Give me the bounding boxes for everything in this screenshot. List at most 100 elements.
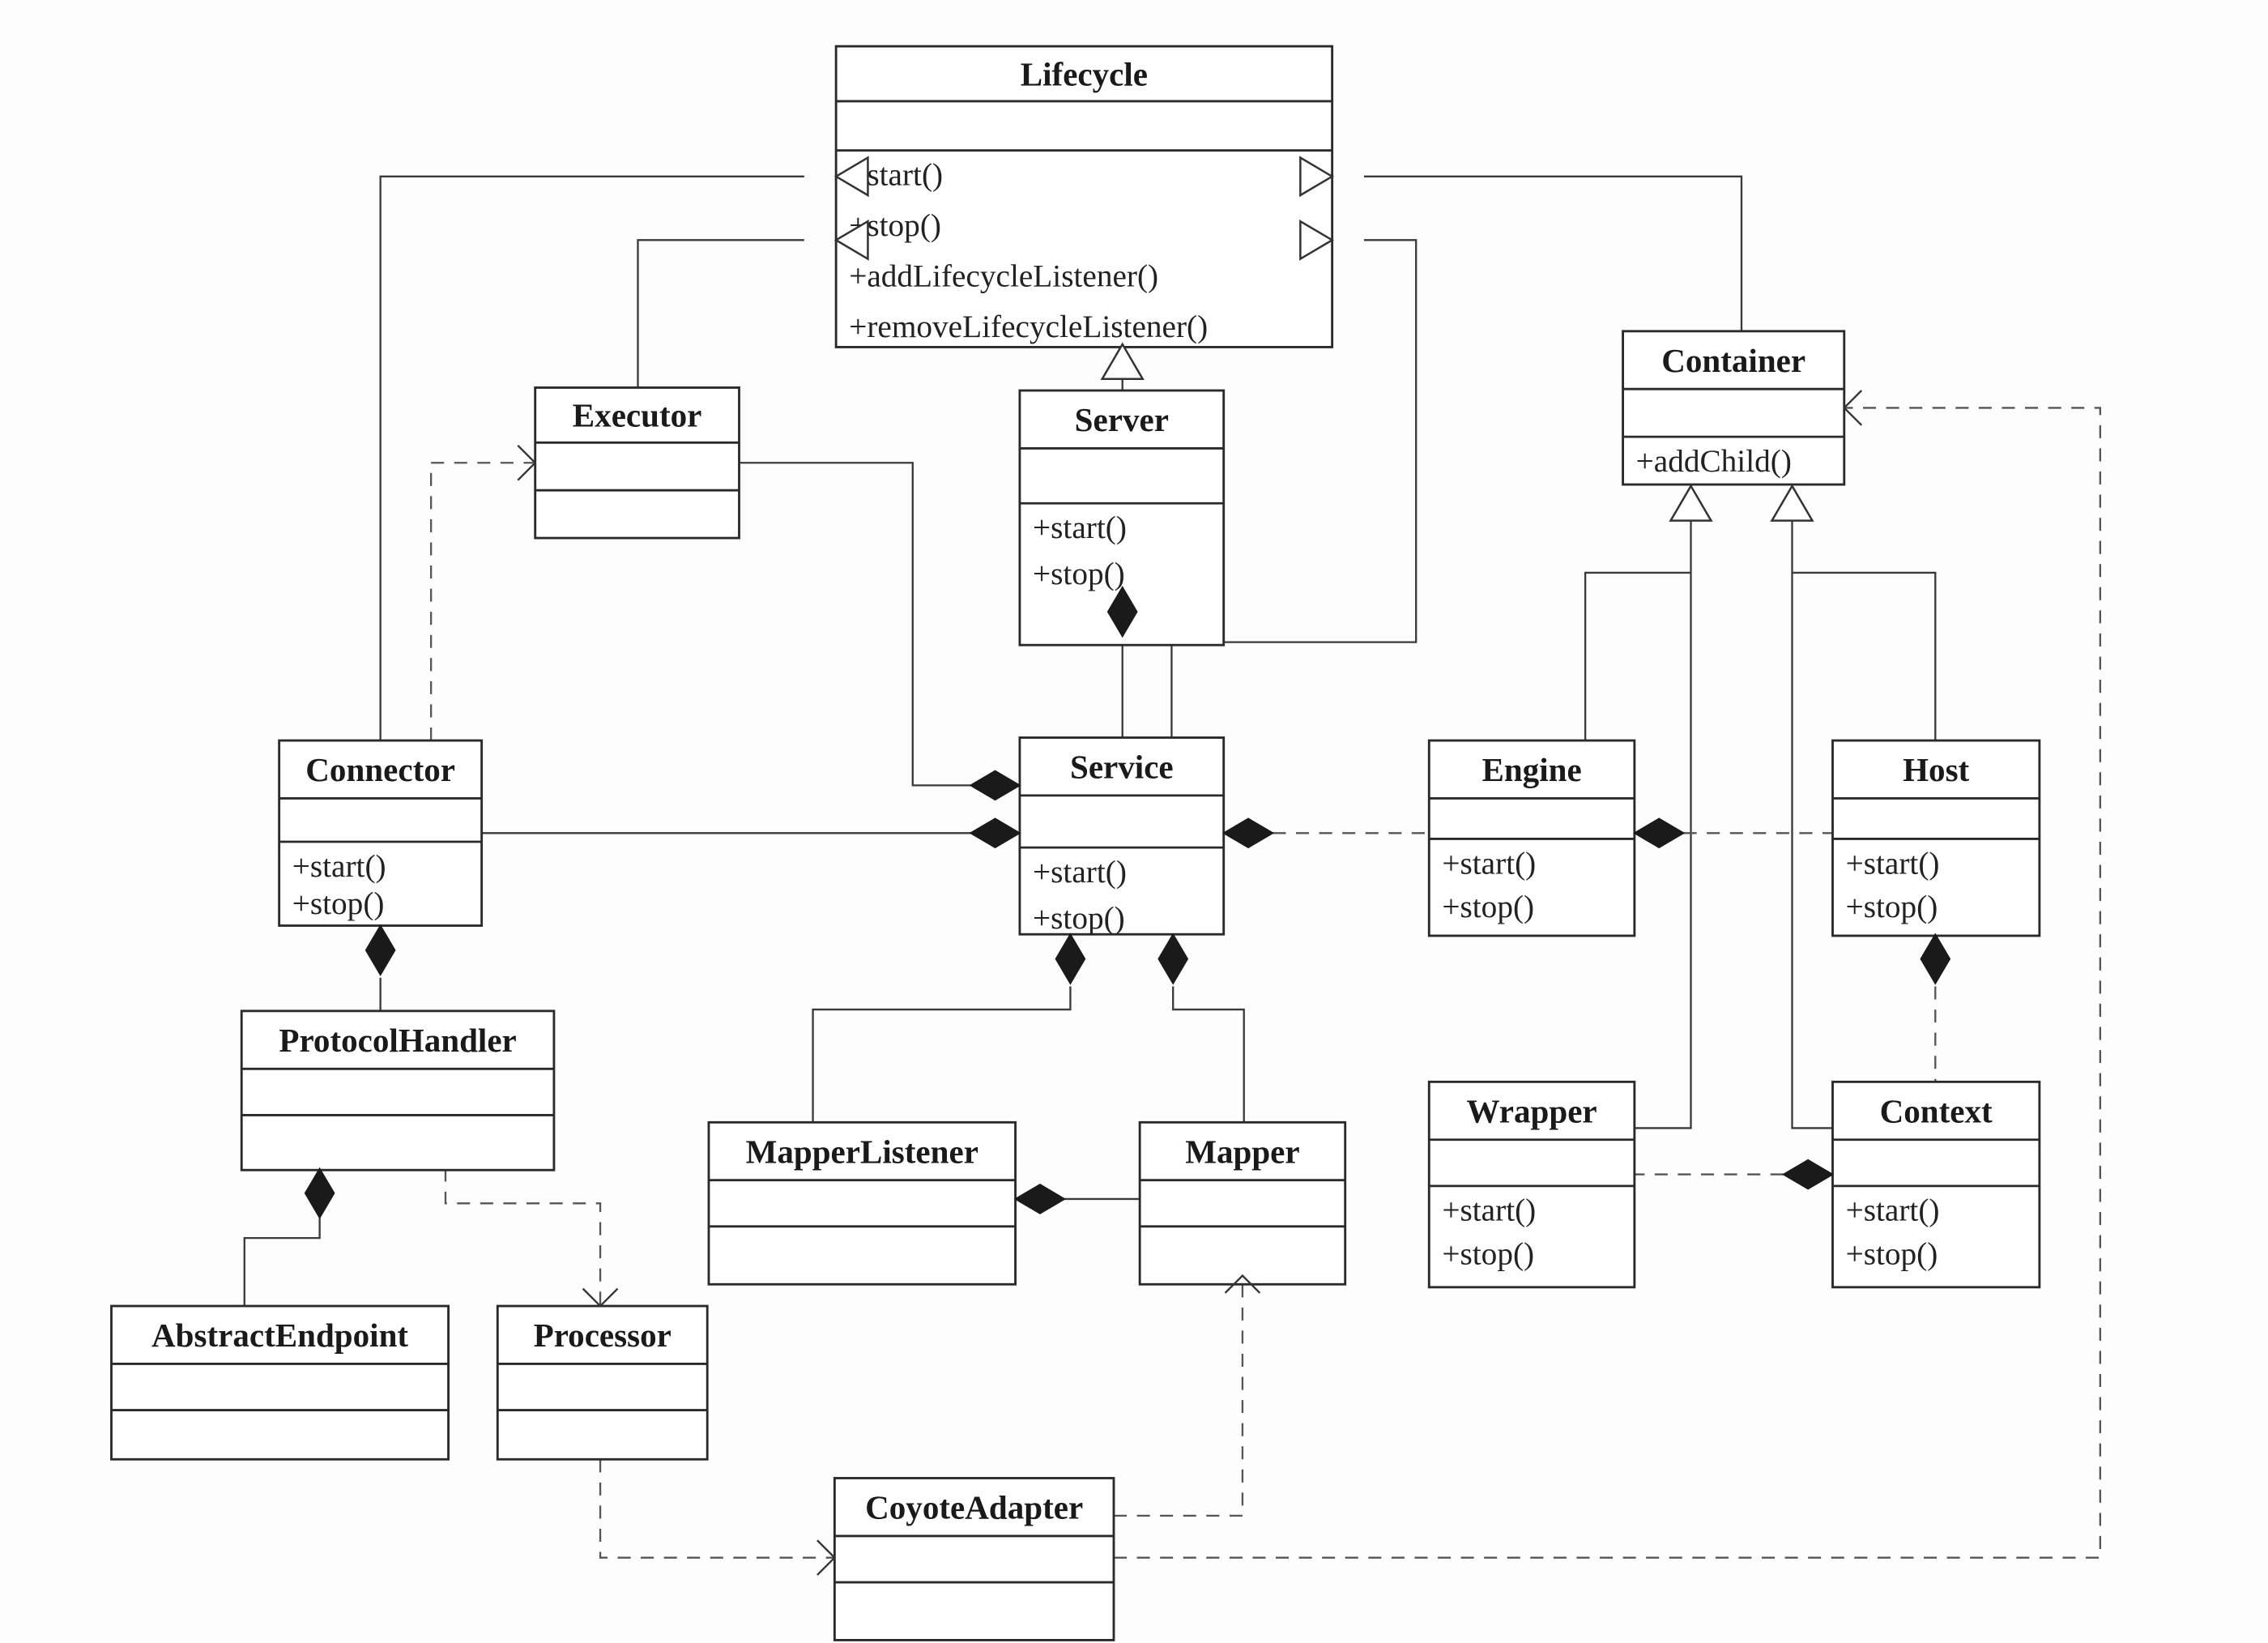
relations-layer — [243, 175, 2102, 1559]
class-name: Host — [1903, 751, 1969, 788]
class-name: Server — [1075, 401, 1169, 438]
class-name: CoyoteAdapter — [865, 1488, 1083, 1526]
edge-service-lifecycle — [1170, 239, 1418, 738]
class-lifecycle[interactable]: Lifecycle+start()+stop()+addLifecycleLis… — [834, 45, 1334, 348]
composition-diamond-icon — [1633, 817, 1686, 849]
class-name: Service — [1070, 748, 1174, 785]
class-name: Engine — [1481, 751, 1581, 788]
class-box — [1427, 1080, 1636, 1289]
class-operation: +stop() — [292, 886, 385, 921]
class-box — [534, 386, 740, 540]
edge-host-container — [1792, 571, 1937, 741]
class-context[interactable]: Context +start() +stop() — [1831, 1080, 2041, 1289]
composition-diamond-icon — [969, 817, 1021, 849]
class-box — [110, 1304, 450, 1461]
realization-arrowhead-icon — [1669, 484, 1713, 522]
markers-layer — [304, 156, 1951, 1576]
class-connector[interactable]: Connector +start()+stop() — [278, 739, 484, 927]
class-box — [707, 1120, 1017, 1286]
class-name: MapperListener — [746, 1133, 978, 1170]
class-mapper[interactable]: Mapper — [1138, 1120, 1347, 1286]
edge-connector-lifecycle — [379, 175, 804, 741]
realization-arrowhead-icon — [1770, 484, 1814, 522]
class-protocolhandler[interactable]: ProtocolHandler — [240, 1009, 556, 1171]
class-name: Lifecycle — [1021, 55, 1148, 92]
class-box — [834, 45, 1334, 348]
class-host[interactable]: Host +start() +stop() — [1831, 739, 2041, 937]
class-engine[interactable]: Engine +start() +stop() — [1427, 739, 1636, 937]
dependency-arrowhead-icon — [816, 1539, 836, 1576]
class-name: Wrapper — [1466, 1092, 1597, 1129]
realization-arrowhead-icon — [833, 156, 869, 198]
class-wrapper[interactable]: Wrapper +start() +stop() — [1427, 1080, 1636, 1289]
class-operation: +start() — [1846, 846, 1940, 881]
class-name: ProtocolHandler — [279, 1022, 516, 1059]
class-box — [240, 1009, 556, 1171]
realization-arrowhead-icon — [1299, 219, 1335, 261]
edge-coyoteadapter-container — [1114, 407, 2102, 1559]
classes-layer: Lifecycle+start()+stop()+addLifecycleLis… — [110, 45, 2041, 1641]
class-operation: +stop() — [1846, 890, 1938, 924]
class-operation: +stop() — [1846, 1236, 1938, 1271]
class-executor[interactable]: Executor — [534, 386, 740, 540]
edge-wrapper-container — [1634, 520, 1692, 1129]
class-operation: +start() — [292, 849, 386, 884]
composition-diamond-icon — [304, 1167, 335, 1219]
class-box — [1018, 736, 1226, 936]
class-operation: +addChild() — [1636, 444, 1792, 479]
edge-service-mapper — [1172, 986, 1245, 1123]
edge-container-lifecycle — [1363, 175, 1743, 331]
realization-arrowhead-icon — [833, 219, 869, 261]
class-operation: +stop() — [1442, 1236, 1534, 1271]
edge-service-executor — [739, 462, 971, 787]
class-abstractendpoint[interactable]: AbstractEndpoint — [110, 1304, 450, 1461]
class-box — [1831, 1080, 2041, 1289]
dependency-arrowhead-icon — [582, 1287, 619, 1308]
composition-diamond-icon — [1221, 817, 1275, 849]
composition-diamond-icon — [1106, 586, 1138, 638]
class-container[interactable]: Container +addChild() — [1622, 330, 1846, 486]
dependency-arrowhead-icon — [517, 445, 537, 481]
class-box — [1622, 330, 1846, 486]
class-name: Processor — [534, 1317, 671, 1354]
class-operation: +start() — [1442, 846, 1536, 881]
class-coyoteadapter[interactable]: CoyoteAdapter — [833, 1477, 1115, 1641]
class-operation: +start() — [1846, 1193, 1940, 1228]
composition-diamond-icon — [969, 770, 1021, 801]
class-operation: +start() — [1033, 855, 1127, 890]
edge-executor-lifecycle — [637, 239, 804, 388]
class-box — [496, 1304, 709, 1461]
composition-diamond-icon — [1055, 932, 1086, 985]
edge-engine-container — [1584, 571, 1691, 741]
realization-arrowhead-icon — [1100, 342, 1145, 380]
edge-connector-executor — [429, 462, 535, 741]
class-name: Container — [1661, 342, 1805, 379]
class-operation: +stop() — [1033, 557, 1125, 591]
class-operation: +stop() — [1442, 890, 1534, 924]
dependency-arrowhead-icon — [1224, 1274, 1261, 1294]
class-name: Context — [1880, 1092, 1993, 1129]
composition-diamond-icon — [1782, 1159, 1835, 1190]
class-name: AbstractEndpoint — [151, 1317, 408, 1354]
composition-diamond-icon — [364, 924, 396, 976]
class-name: Connector — [305, 751, 455, 788]
class-operation: +addLifecycleListener() — [849, 258, 1158, 293]
edge-protocolhandler-processor — [444, 1168, 602, 1307]
edge-processor-coyoteadapter — [599, 1459, 835, 1559]
class-processor[interactable]: Processor — [496, 1304, 709, 1461]
composition-diamond-icon — [1157, 932, 1189, 985]
dependency-arrowhead-icon — [1843, 390, 1863, 426]
edge-protocolhandler-abstractendpoint — [243, 1218, 321, 1307]
class-name: Mapper — [1185, 1133, 1299, 1170]
class-box — [833, 1477, 1115, 1641]
composition-diamond-icon — [1920, 932, 1951, 985]
class-mapperlistener[interactable]: MapperListener — [707, 1120, 1017, 1286]
edge-coyoteadapter-mapper — [1114, 1275, 1244, 1517]
class-server[interactable]: Server +start() +stop() — [1018, 389, 1226, 647]
class-operation: +start() — [1442, 1193, 1536, 1228]
class-service[interactable]: Service+start()+stop() — [1018, 736, 1226, 936]
class-operation: +start() — [1033, 510, 1127, 545]
class-name: Executor — [573, 397, 702, 434]
edge-service-mapperlistener — [812, 986, 1072, 1123]
